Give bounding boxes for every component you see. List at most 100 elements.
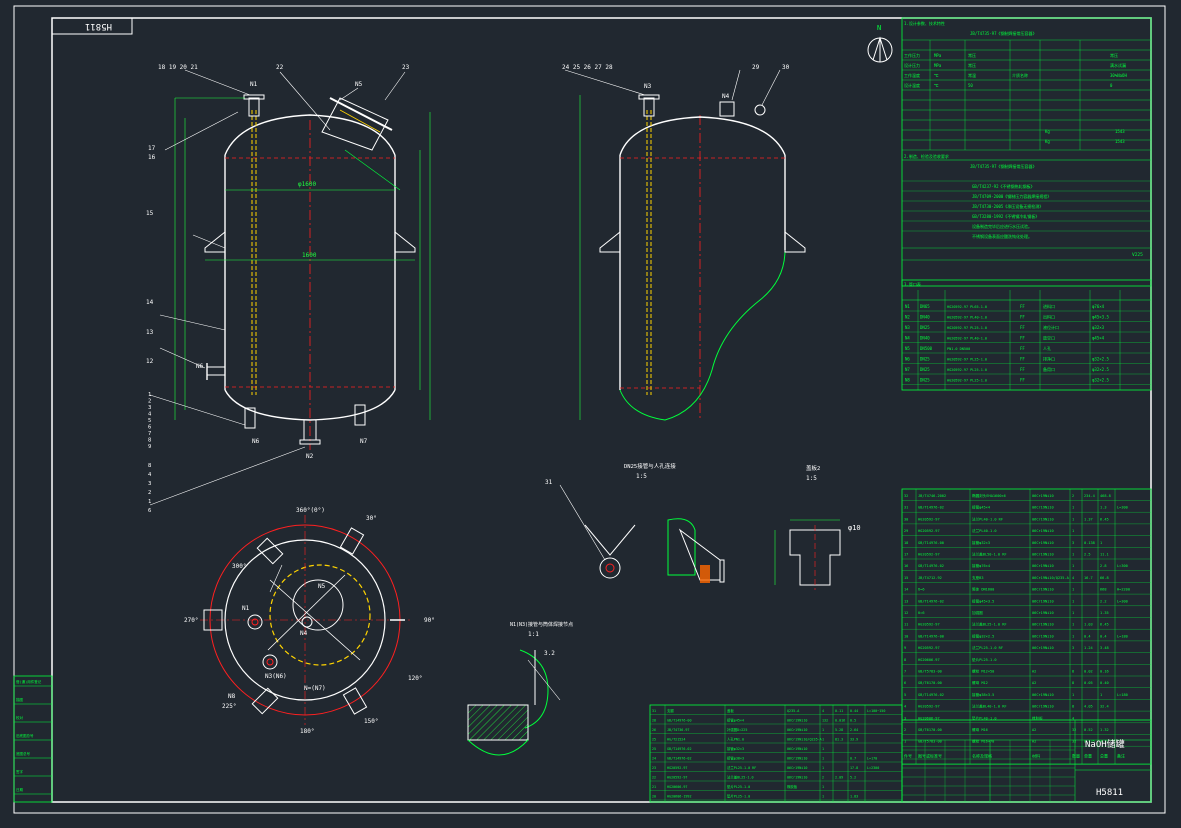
parts-cell: 468.8	[1100, 494, 1111, 498]
parts-cell: 人孔PN1.0	[727, 737, 744, 742]
nozzle-cell: FF	[1020, 367, 1025, 372]
parts-cell: 接管φ76×4	[972, 563, 990, 568]
parts-cell: GB/T14976-00	[918, 541, 944, 545]
parts-cell: 椭圆封头EHA1600×6	[972, 493, 1006, 498]
parts-header-cell: 总重	[1100, 752, 1108, 758]
parts-cell: 4	[822, 709, 824, 713]
leader-label: 23	[402, 64, 410, 71]
parts-cell: 06Cr19Ni10	[787, 719, 807, 723]
parts-cell: 螺母 M16	[972, 727, 988, 732]
parts-cell: 18	[904, 541, 908, 545]
parts-cell: 5.28	[835, 728, 843, 732]
angle-label: 270°	[184, 617, 198, 624]
nozzle-cell: N4	[905, 336, 910, 341]
parts-cell: GB/T14976-00	[667, 719, 692, 723]
table-frame	[901, 488, 1152, 765]
parts-cell: 26	[652, 728, 656, 732]
spec-cell: 1543	[1115, 139, 1125, 144]
dim-inner: 1600	[302, 252, 317, 259]
parts-cell: 06Cr19Ni10	[1032, 634, 1054, 638]
parts-cell: 接管φ32×3	[727, 746, 744, 751]
parts-cell: 盖板	[727, 708, 734, 713]
parts-cell: 接管φ32×3	[972, 540, 990, 545]
parts-cell: 11.1	[1100, 553, 1109, 557]
parts-cell: 接管φ45×3.5	[972, 598, 994, 603]
plan-view	[200, 515, 410, 725]
leader-label: 7	[148, 431, 151, 437]
parts-cell: 0.016	[835, 719, 845, 723]
parts-cell: HG20606-97	[918, 716, 940, 720]
spec-header: 1.设计参数、技术特性	[904, 20, 945, 26]
leader-label: 3	[148, 405, 151, 411]
parts-cell: 13	[904, 599, 908, 603]
leader-label: 6	[148, 425, 151, 431]
leader-label: 4	[148, 412, 152, 418]
left-strip-label: 旧底图总号	[16, 733, 34, 738]
parts-cell: HG20606-97	[918, 658, 940, 662]
parts-cell: A2	[1032, 681, 1036, 685]
nozzle-label: N5	[318, 583, 326, 590]
parts-cell: 垫片PL25-1.0	[972, 657, 997, 662]
parts-cell: 1.35	[1100, 611, 1109, 615]
spec-cell: ℃	[934, 73, 939, 78]
parts-cell: 30	[904, 517, 908, 521]
parts-cell: JB/T4736-97	[667, 728, 689, 732]
spec-cell: Kg	[1045, 139, 1050, 144]
parts-cell: GB/T6170-00	[918, 728, 942, 732]
north-symbol-icon: N	[867, 24, 893, 63]
side-view	[564, 69, 806, 421]
spec-cell: 50	[968, 83, 973, 88]
parts-cell: 1	[1072, 623, 1074, 627]
leader-label: 15	[146, 210, 154, 217]
parts-cell: 234.4	[1084, 494, 1095, 498]
parts-cell: 8	[1072, 670, 1074, 674]
parts-cell: 接管φ38×3	[727, 756, 744, 761]
parts-cell: 06Cr19Ni10	[1032, 506, 1054, 510]
detail-scale: 1:5	[636, 473, 647, 480]
parts-cell: 10	[904, 634, 908, 638]
leader-label: 8	[148, 438, 151, 444]
parts-cell: 4	[904, 705, 906, 709]
parts-cell: 1	[1072, 588, 1074, 592]
leader-label: 12	[146, 358, 154, 365]
parts-header-cell: 图号或标准号	[918, 752, 942, 758]
parts-cell: 8	[1072, 681, 1074, 685]
detail-c	[467, 649, 561, 756]
parts-cell: 7	[904, 670, 906, 674]
parts-cell: L=2300	[867, 766, 879, 770]
nozzle-cell: 备用口	[1043, 366, 1055, 372]
leader-label: 31	[545, 479, 553, 486]
parts-cell: 25	[652, 738, 656, 742]
nozzle-label: N4	[300, 630, 308, 637]
nozzle-cell: φ45×4	[1092, 336, 1105, 341]
parts-cell: 0.52	[1084, 728, 1093, 732]
parts-cell: GB/T14976-02	[667, 747, 692, 751]
parts-cell: GB/T14976-02	[667, 757, 692, 761]
spec-cell: 0	[1110, 83, 1113, 88]
spec-cell: 工作压力	[904, 52, 920, 58]
parts-cell: HG20606-1992	[667, 795, 692, 799]
parts-cell: L=300	[1117, 564, 1128, 568]
spec-note: 设备制造完毕后应进行水压试验。	[972, 223, 1032, 229]
parts-cell: 32	[904, 494, 908, 498]
angle-label: 360°(0°)	[296, 507, 325, 514]
nozzle-cell: HG20592-97 PL40-1.0	[947, 316, 987, 320]
spec-cell: 常压	[968, 62, 976, 68]
nozzle-cell: φ32×2.5	[1092, 378, 1109, 383]
parts-cell: 1	[1072, 611, 1074, 615]
parts-cell: 1	[822, 795, 824, 799]
parts-cell: 0.4	[1100, 634, 1107, 638]
angle-label: 150°	[364, 718, 378, 725]
parts-cell: 2	[904, 728, 906, 732]
parts-cell: HG20606-97	[667, 785, 687, 789]
nozzle-cell: HG20592-97 PL40-1.0	[947, 337, 987, 341]
parts-cell: 4	[1072, 716, 1074, 720]
left-strip-label: 签字	[16, 769, 23, 774]
parts-cell: 15	[904, 576, 908, 580]
leader-label: 4	[148, 472, 152, 478]
parts-cell: 4	[1072, 576, 1074, 580]
parts-cell: 接管φ32×2.5	[972, 633, 994, 638]
leader-label: 1	[148, 392, 151, 398]
